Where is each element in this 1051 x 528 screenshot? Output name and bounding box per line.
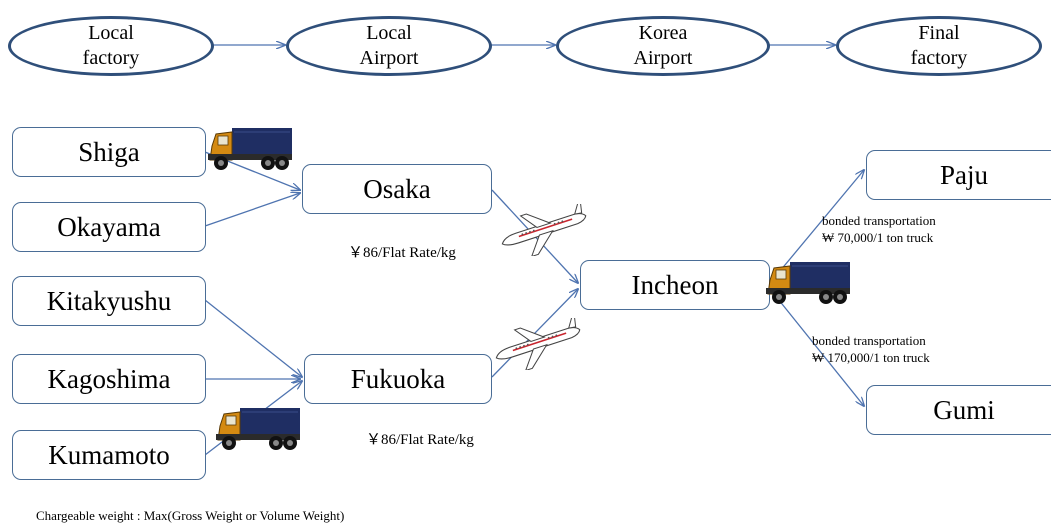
gumi-transport-label: bonded transportation ₩ 170,000/1 ton tr…	[812, 332, 930, 366]
destination-gumi: Gumi	[866, 385, 1051, 435]
gumi-transport-type: bonded transportation	[812, 333, 926, 348]
airport-fukuoka: Fukuoka	[304, 354, 492, 404]
arrow-okayama-osaka	[204, 193, 300, 227]
gumi-transport-cost: ₩ 170,000/1 ton truck	[812, 350, 930, 365]
origin-okayama: Okayama	[12, 202, 206, 252]
arrow-incheon-gumi	[769, 288, 864, 406]
arrow-fukuoka-incheon	[491, 289, 578, 378]
arrow-kitakyushu-fukuoka	[204, 299, 302, 377]
airplane-icon	[495, 318, 581, 370]
flow-step-local-airport: Local Airport	[286, 16, 492, 76]
origin-kitakyushu: Kitakyushu	[12, 276, 206, 326]
paju-transport-type: bonded transportation	[822, 213, 936, 228]
paju-transport-cost: ₩ 70,000/1 ton truck	[822, 230, 934, 245]
truck-icon	[766, 262, 850, 304]
flow-step-local-factory: Local factory	[8, 16, 214, 76]
truck-icon	[216, 408, 300, 450]
arrow-incheon-paju	[769, 170, 864, 284]
chargeable-weight-note: Chargeable weight : Max(Gross Weight or …	[36, 508, 345, 523]
origin-shiga: Shiga	[12, 127, 206, 177]
flow-step-final-factory: Final factory	[836, 16, 1042, 76]
osaka-rate: ￥86/Flat Rate/kg	[348, 245, 456, 261]
flow-step-korea-airport: Korea Airport	[556, 16, 770, 76]
origin-kagoshima: Kagoshima	[12, 354, 206, 404]
paju-transport-label: bonded transportation ₩ 70,000/1 ton tru…	[822, 212, 936, 246]
airplane-icon	[501, 204, 587, 256]
truck-icon	[208, 128, 292, 170]
fukuoka-rate: ￥86/Flat Rate/kg	[366, 432, 474, 448]
destination-paju: Paju	[866, 150, 1051, 200]
origin-kumamoto: Kumamoto	[12, 430, 206, 480]
airport-incheon: Incheon	[580, 260, 770, 310]
airport-osaka: Osaka	[302, 164, 492, 214]
